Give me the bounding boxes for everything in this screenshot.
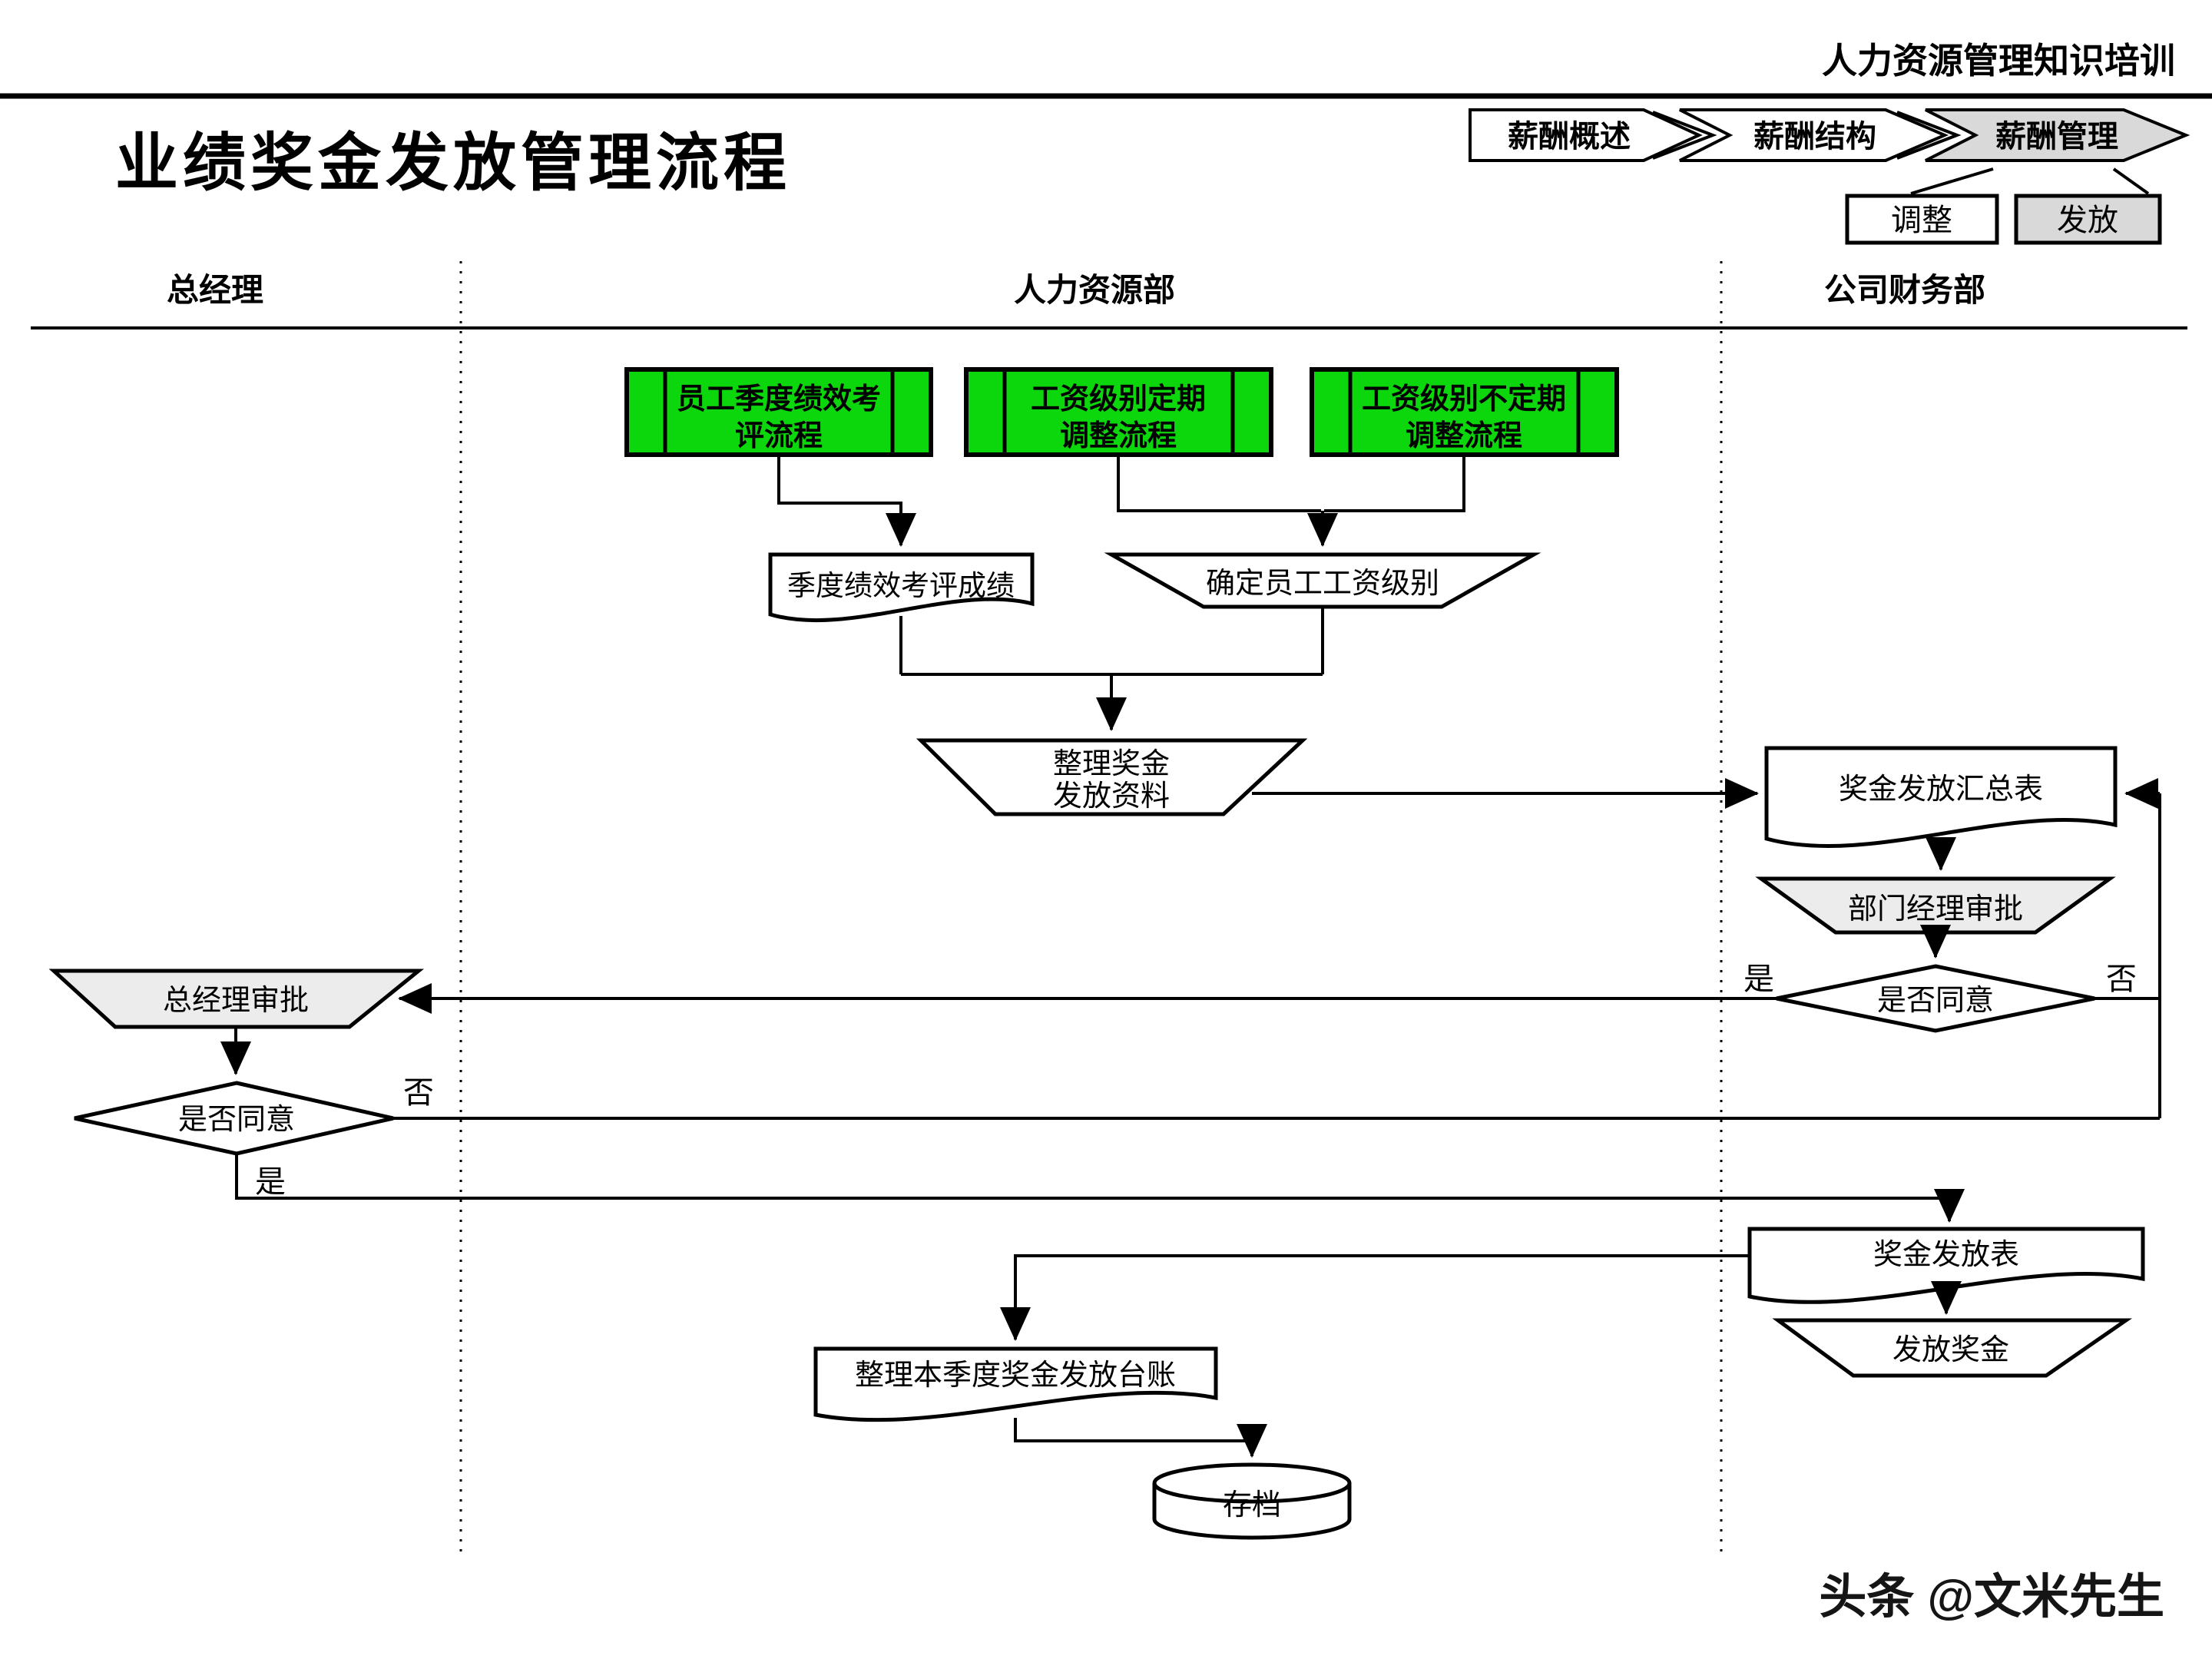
page-title: 业绩奖金发放管理流程 bbox=[115, 128, 791, 198]
edge-label-no: 否 bbox=[403, 1076, 434, 1110]
node-label: 奖金发放表 bbox=[1873, 1239, 2019, 1271]
node-label: 部门经理审批 bbox=[1848, 893, 2023, 926]
node-determine-level[interactable]: 确定员工工资级别 bbox=[1104, 552, 1541, 609]
edge-label-no: 否 bbox=[2106, 962, 2137, 996]
node-dept-manager-approval[interactable]: 部门经理审批 bbox=[1755, 876, 2116, 935]
flow-connector bbox=[1324, 455, 1465, 512]
edge-label-yes: 是 bbox=[255, 1165, 286, 1199]
breadcrumb-step-label: 薪酬管理 bbox=[1995, 120, 2118, 154]
flow-connector bbox=[1117, 455, 1321, 512]
node-label: 确定员工工资级别 bbox=[1206, 568, 1439, 600]
node-quarter-score[interactable]: 季度绩效考评成绩 bbox=[768, 552, 1035, 623]
flow-connector bbox=[1000, 1254, 1750, 1341]
watermark: 头条 @文米先生 bbox=[1819, 1571, 2164, 1624]
node-ledger[interactable]: 整理本季度奖金发放台账 bbox=[813, 1346, 1218, 1422]
flow-connector bbox=[1014, 1418, 1267, 1458]
node-label: 工资级别定期 bbox=[1031, 383, 1206, 416]
node-archive[interactable]: 存档 bbox=[1152, 1462, 1352, 1540]
tab-connector-line bbox=[1910, 167, 1994, 195]
node-organize-bonus[interactable]: 整理奖金 发放资料 bbox=[916, 738, 1308, 816]
edge-label-yes: 是 bbox=[1743, 962, 1774, 996]
node-irregular-adjust[interactable]: 工资级别不定期 调整流程 bbox=[1310, 367, 1619, 457]
flow-connector bbox=[235, 1154, 1965, 1223]
node-label: 调整流程 bbox=[1406, 420, 1522, 452]
flow-connector bbox=[777, 455, 916, 547]
tab-adjust-label: 调整 bbox=[1891, 204, 1952, 237]
node-gm-approval[interactable]: 总经理审批 bbox=[48, 969, 425, 1029]
breadcrumb: 薪酬概述 薪酬结构 薪酬管理 bbox=[1469, 108, 2190, 162]
node-label: 总经理审批 bbox=[163, 985, 309, 1017]
node-label: 存档 bbox=[1223, 1489, 1281, 1522]
node-dept-decision[interactable]: 是否同意 bbox=[1776, 964, 2095, 1033]
tab-connector-line bbox=[2112, 167, 2150, 195]
tab-issue-active[interactable] bbox=[2014, 194, 2162, 245]
lane-label-finance: 公司财务部 bbox=[1824, 272, 1985, 308]
node-summary-table[interactable]: 奖金发放汇总表 bbox=[1764, 746, 2118, 849]
lane-label-gm: 总经理 bbox=[167, 272, 263, 308]
node-label: 是否同意 bbox=[1877, 985, 1994, 1017]
node-label: 整理奖金 bbox=[1053, 748, 1170, 780]
node-label: 整理本季度奖金发放台账 bbox=[855, 1359, 1176, 1392]
node-label: 奖金发放汇总表 bbox=[1839, 773, 2043, 806]
node-bonus-table[interactable]: 奖金发放表 bbox=[1747, 1227, 2145, 1304]
node-label: 发放资料 bbox=[1053, 780, 1170, 813]
breadcrumb-step-structure[interactable] bbox=[1679, 108, 1949, 162]
breadcrumb-step-label: 薪酬结构 bbox=[1753, 120, 1876, 154]
breadcrumb-step-management-active[interactable] bbox=[1925, 108, 2190, 162]
node-label: 是否同意 bbox=[178, 1104, 295, 1136]
node-label: 员工季度绩效考 bbox=[677, 383, 881, 416]
node-gm-decision[interactable]: 是否同意 bbox=[74, 1081, 394, 1156]
chevron-separator-icon bbox=[1652, 111, 1717, 160]
node-label: 调整流程 bbox=[1060, 420, 1177, 452]
tab-issue-label: 发放 bbox=[2057, 204, 2118, 237]
swimlane-header: 总经理 人力资源部 公司财务部 bbox=[31, 261, 2187, 1559]
cylinder-top-icon bbox=[1152, 1462, 1352, 1504]
lane-label-hr: 人力资源部 bbox=[1014, 272, 1175, 308]
tab-adjust[interactable] bbox=[1845, 194, 1999, 245]
node-regular-adjust[interactable]: 工资级别定期 调整流程 bbox=[964, 367, 1273, 457]
node-label: 评流程 bbox=[735, 420, 823, 452]
node-issue-bonus[interactable]: 发放奖金 bbox=[1772, 1318, 2133, 1378]
breadcrumb-step-label: 薪酬概述 bbox=[1508, 120, 1631, 154]
sub-tabs: 调整 发放 bbox=[1845, 194, 2162, 245]
node-label: 季度绩效考评成绩 bbox=[787, 570, 1015, 601]
node-label: 工资级别不定期 bbox=[1362, 383, 1566, 416]
chevron-separator-icon bbox=[1896, 111, 1962, 160]
deck-header-title: 人力资源管理知识培训 bbox=[1822, 41, 2175, 81]
breadcrumb-step-overview[interactable] bbox=[1469, 108, 1703, 162]
node-perf-process[interactable]: 员工季度绩效考 评流程 bbox=[624, 367, 933, 457]
node-label: 发放奖金 bbox=[1892, 1334, 2009, 1366]
